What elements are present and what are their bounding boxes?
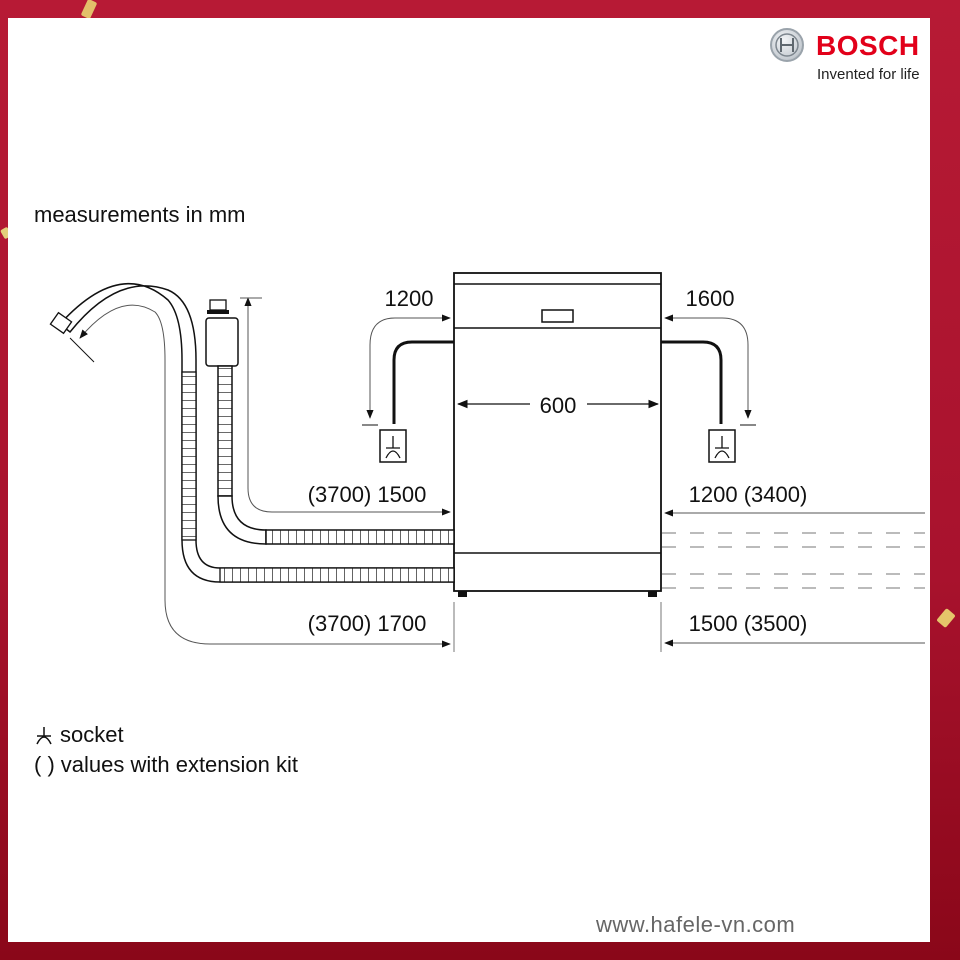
website-url: www.hafele-vn.com <box>596 912 796 937</box>
socket-icon <box>36 727 52 745</box>
svg-text:1500 (3500): 1500 (3500) <box>689 611 808 636</box>
drain-hose: (3700) 1700 <box>49 283 455 648</box>
left-power-cable: 1200 <box>362 286 454 463</box>
measurement-unit-note: measurements in mm <box>34 202 246 227</box>
svg-text:1200: 1200 <box>385 286 434 311</box>
legend-item-socket: socket <box>34 720 298 750</box>
inlet-hose: (3700) 1500 <box>205 297 455 545</box>
svg-text:1200 (3400): 1200 (3400) <box>689 482 808 507</box>
parentheses-symbol: ( ) <box>34 752 55 777</box>
svg-text:(3700) 1500: (3700) 1500 <box>308 482 427 507</box>
svg-text:1600: 1600 <box>686 286 735 311</box>
legend-label-socket: socket <box>60 722 124 747</box>
svg-text:600: 600 <box>540 393 577 418</box>
bosch-logo: BOSCH Invented for life <box>770 28 930 88</box>
width-dimension: 600 <box>456 393 660 418</box>
bosch-armature-icon <box>770 28 804 62</box>
dishwasher-outline <box>453 272 662 597</box>
legend: socket ( ) values with extension kit <box>34 720 298 780</box>
right-power-cable: 1600 <box>661 286 756 463</box>
legend-label-extension: values with extension kit <box>60 752 298 777</box>
legend-item-extension: ( ) values with extension kit <box>34 750 298 780</box>
brand-tagline: Invented for life <box>817 66 920 83</box>
brand-name: BOSCH <box>816 30 920 61</box>
right-hoses: 1200 (3400) 1500 (3500) <box>662 482 925 647</box>
svg-text:(3700) 1700: (3700) 1700 <box>308 611 427 636</box>
